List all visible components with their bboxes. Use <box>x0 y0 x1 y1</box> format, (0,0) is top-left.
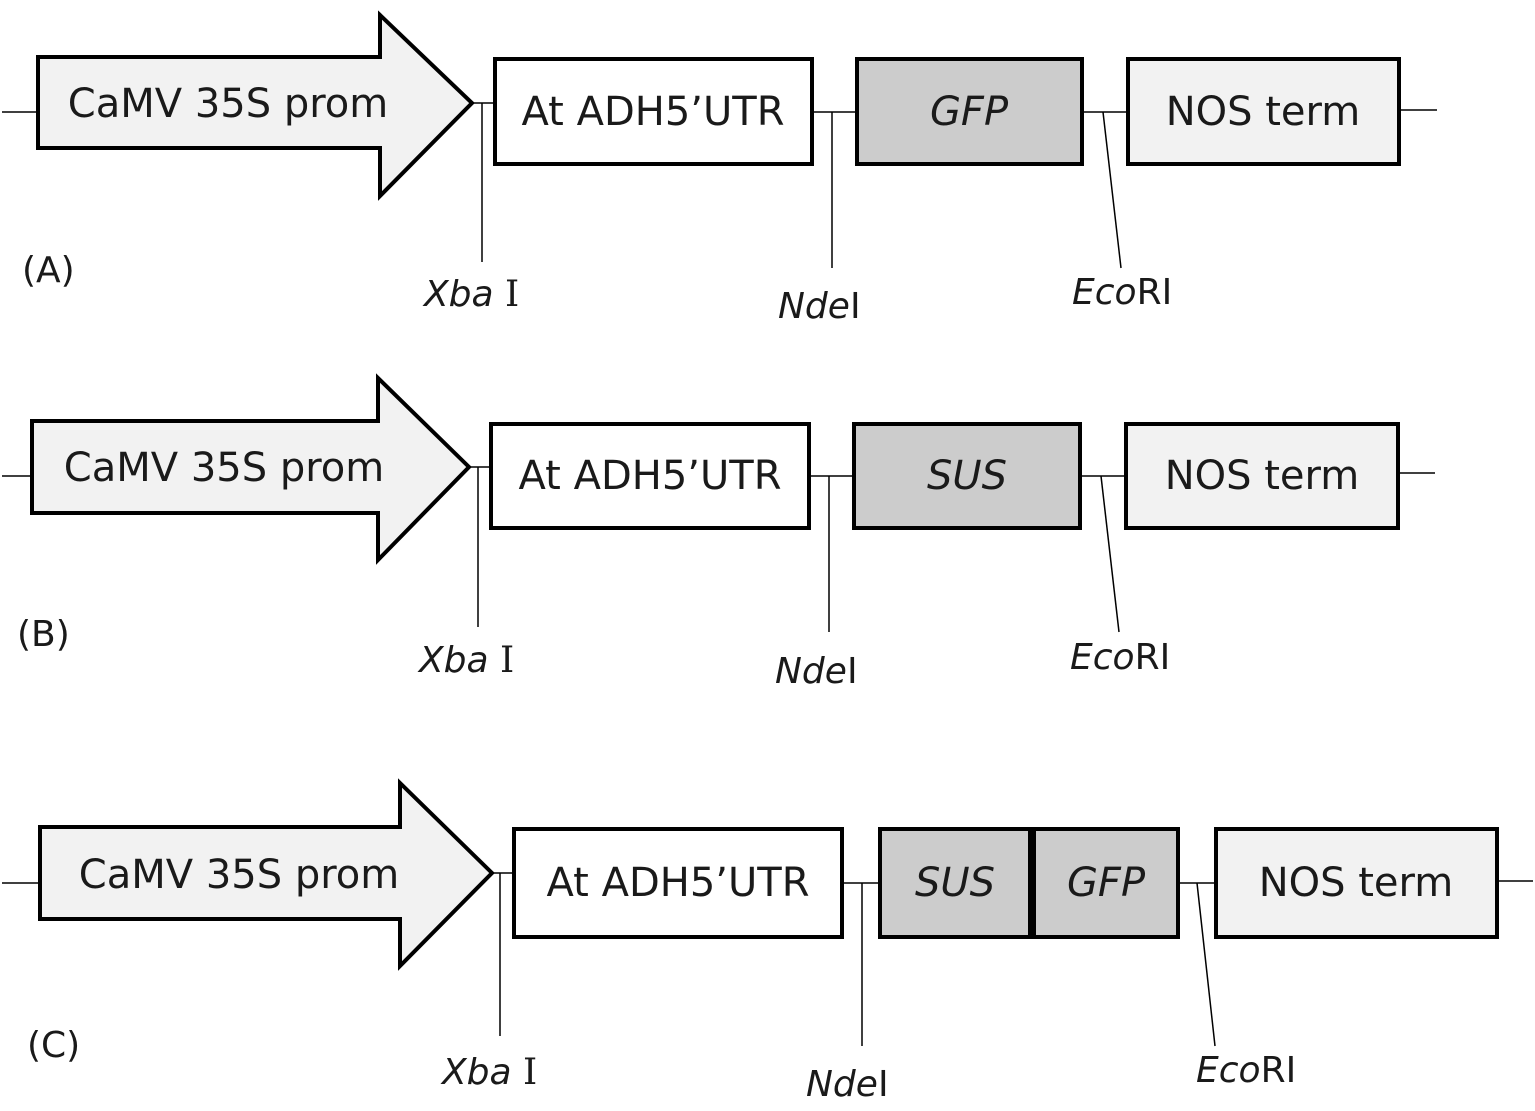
site-italic: Xba <box>440 1052 512 1093</box>
gene-label: SUS <box>915 860 995 906</box>
panel-label: (A) <box>22 250 75 291</box>
xbai-site-label: Xba I <box>417 640 514 681</box>
utr-label: At ADH5’UTR <box>547 860 810 906</box>
ecori-site-pointer <box>1197 883 1215 1046</box>
site-roman: RI <box>1137 272 1173 313</box>
terminator-label: NOS term <box>1165 453 1360 499</box>
site-italic: Xba <box>417 640 489 681</box>
ecori-site-label: EcoRI <box>1070 637 1170 678</box>
construct-panel-a: CaMV 35S prom At ADH5’UTR GFP NOS term (… <box>2 15 1437 327</box>
site-roman: I <box>489 640 515 681</box>
ecori-site-label: EcoRI <box>1072 272 1172 313</box>
site-roman: RI <box>1261 1050 1297 1091</box>
site-italic: Eco <box>1070 637 1135 678</box>
site-italic: Nde <box>775 651 847 692</box>
construct-panel-b: CaMV 35S prom At ADH5’UTR SUS NOS term (… <box>2 378 1435 692</box>
ndei-site-label: NdeI <box>775 651 858 692</box>
terminator-label: NOS term <box>1259 860 1454 906</box>
utr-label: At ADH5’UTR <box>522 89 785 135</box>
site-roman: I <box>494 274 520 315</box>
promoter-label: CaMV 35S prom <box>64 445 384 491</box>
site-roman: I <box>512 1052 538 1093</box>
gene-label: SUS <box>927 453 1007 499</box>
site-roman: I <box>878 1064 889 1105</box>
site-italic: Xba <box>422 274 494 315</box>
xbai-site-label: Xba I <box>422 274 519 315</box>
site-roman: RI <box>1135 637 1171 678</box>
site-italic: Eco <box>1072 272 1137 313</box>
promoter-label: CaMV 35S prom <box>79 852 399 898</box>
gene-label: GFP <box>1067 860 1146 906</box>
terminator-label: NOS term <box>1166 89 1361 135</box>
ndei-site-label: NdeI <box>806 1064 889 1105</box>
ecori-site-pointer <box>1103 112 1121 268</box>
ndei-site-label: NdeI <box>778 286 861 327</box>
site-italic: Eco <box>1196 1050 1261 1091</box>
xbai-site-label: Xba I <box>440 1052 537 1093</box>
site-italic: Nde <box>806 1064 878 1105</box>
promoter-label: CaMV 35S prom <box>68 81 388 127</box>
ecori-site-label: EcoRI <box>1196 1050 1296 1091</box>
panel-label: (C) <box>27 1025 80 1066</box>
panel-label: (B) <box>17 614 70 655</box>
ecori-site-pointer <box>1101 476 1119 632</box>
site-roman: I <box>850 286 861 327</box>
construct-panel-c: CaMV 35S prom At ADH5’UTR SUS GFP NOS te… <box>2 783 1533 1105</box>
gene-label: GFP <box>930 89 1009 135</box>
utr-label: At ADH5’UTR <box>519 453 782 499</box>
site-roman: I <box>847 651 858 692</box>
site-italic: Nde <box>778 286 850 327</box>
